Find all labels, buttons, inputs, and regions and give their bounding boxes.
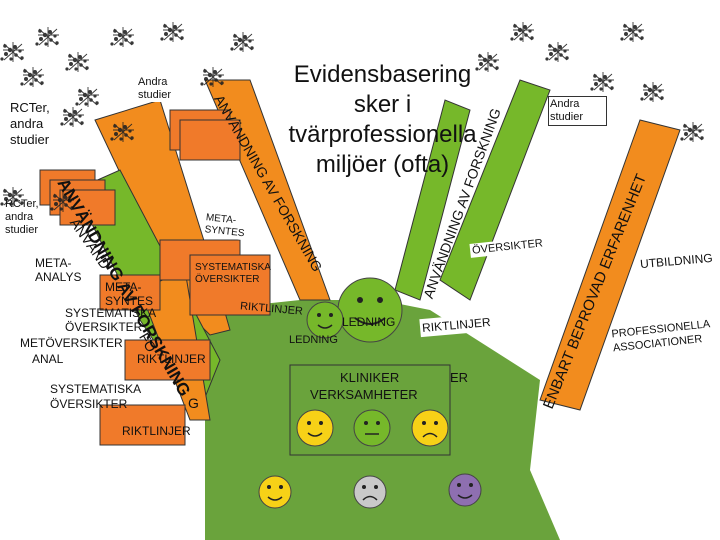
smiley-face-icon bbox=[296, 409, 334, 447]
label-andra-studier: Andra studier bbox=[548, 96, 607, 126]
arrow-label-g: G bbox=[188, 395, 199, 411]
box-meta-syntes-2 bbox=[99, 274, 161, 311]
smiley-face-icon bbox=[258, 475, 292, 509]
smiley-face-icon bbox=[306, 301, 344, 339]
arrow-anvandning-right-green-2 bbox=[394, 99, 471, 301]
title-line: tvärprofessionella bbox=[288, 121, 477, 148]
label-systematiska: SYSTEMATISKA ÖVERSIKTER bbox=[50, 382, 141, 411]
label-rcter: RCTer, andra studier bbox=[5, 198, 39, 236]
box-riktlinjer bbox=[124, 339, 211, 381]
label-meta-syntes: META-SYNTES bbox=[105, 280, 154, 308]
label-andra-studier: Andra studier bbox=[138, 76, 188, 102]
label-analys-fragment: ANAL bbox=[32, 352, 64, 366]
box-riktlinjer-2 bbox=[99, 404, 186, 446]
neutral-face-icon bbox=[353, 409, 391, 447]
label-systematiska: SYSTEMATISKA ÖVERSIKTER bbox=[65, 306, 156, 334]
document-stack-1 bbox=[39, 169, 116, 226]
title-line: sker i bbox=[353, 91, 412, 118]
title-line: Evidensbasering bbox=[293, 61, 472, 88]
label-systematiska: SYSTEMATISKA ÖVERSIKTER bbox=[195, 262, 271, 285]
box-systematiska bbox=[189, 254, 271, 316]
title-line: miljöer (ofta) bbox=[315, 151, 450, 178]
label-meta-oversikter: METÖVERSIKTER bbox=[20, 336, 123, 350]
label-rcter: RCTer, andra studier bbox=[10, 100, 50, 147]
page-title: Evidensbasering sker i tvärprofessionell… bbox=[275, 60, 490, 180]
document-stack-2 bbox=[169, 109, 241, 161]
smiley-face-icon bbox=[337, 277, 403, 343]
label-ledning: LEDNING bbox=[289, 334, 338, 346]
label-verksamheter: VERKSAMHETER bbox=[310, 387, 418, 402]
label-riktlinjer: RIKTLINJER bbox=[122, 424, 191, 438]
label-meta-analys: META-ANALYS bbox=[35, 256, 82, 284]
label-ledning: LEDNING bbox=[342, 315, 396, 329]
label-kliniker: KLINIKER bbox=[340, 370, 400, 385]
sad-face-icon bbox=[411, 409, 449, 447]
label-riktlinjer: RIKTLINJER bbox=[137, 352, 206, 366]
arrow-enbart-beprovad bbox=[539, 119, 681, 411]
smiley-face-icon bbox=[448, 473, 482, 507]
sad-face-icon bbox=[353, 475, 387, 509]
arrow-anvandning-right-green bbox=[439, 79, 551, 301]
label-er-fragment: ER bbox=[450, 370, 469, 385]
